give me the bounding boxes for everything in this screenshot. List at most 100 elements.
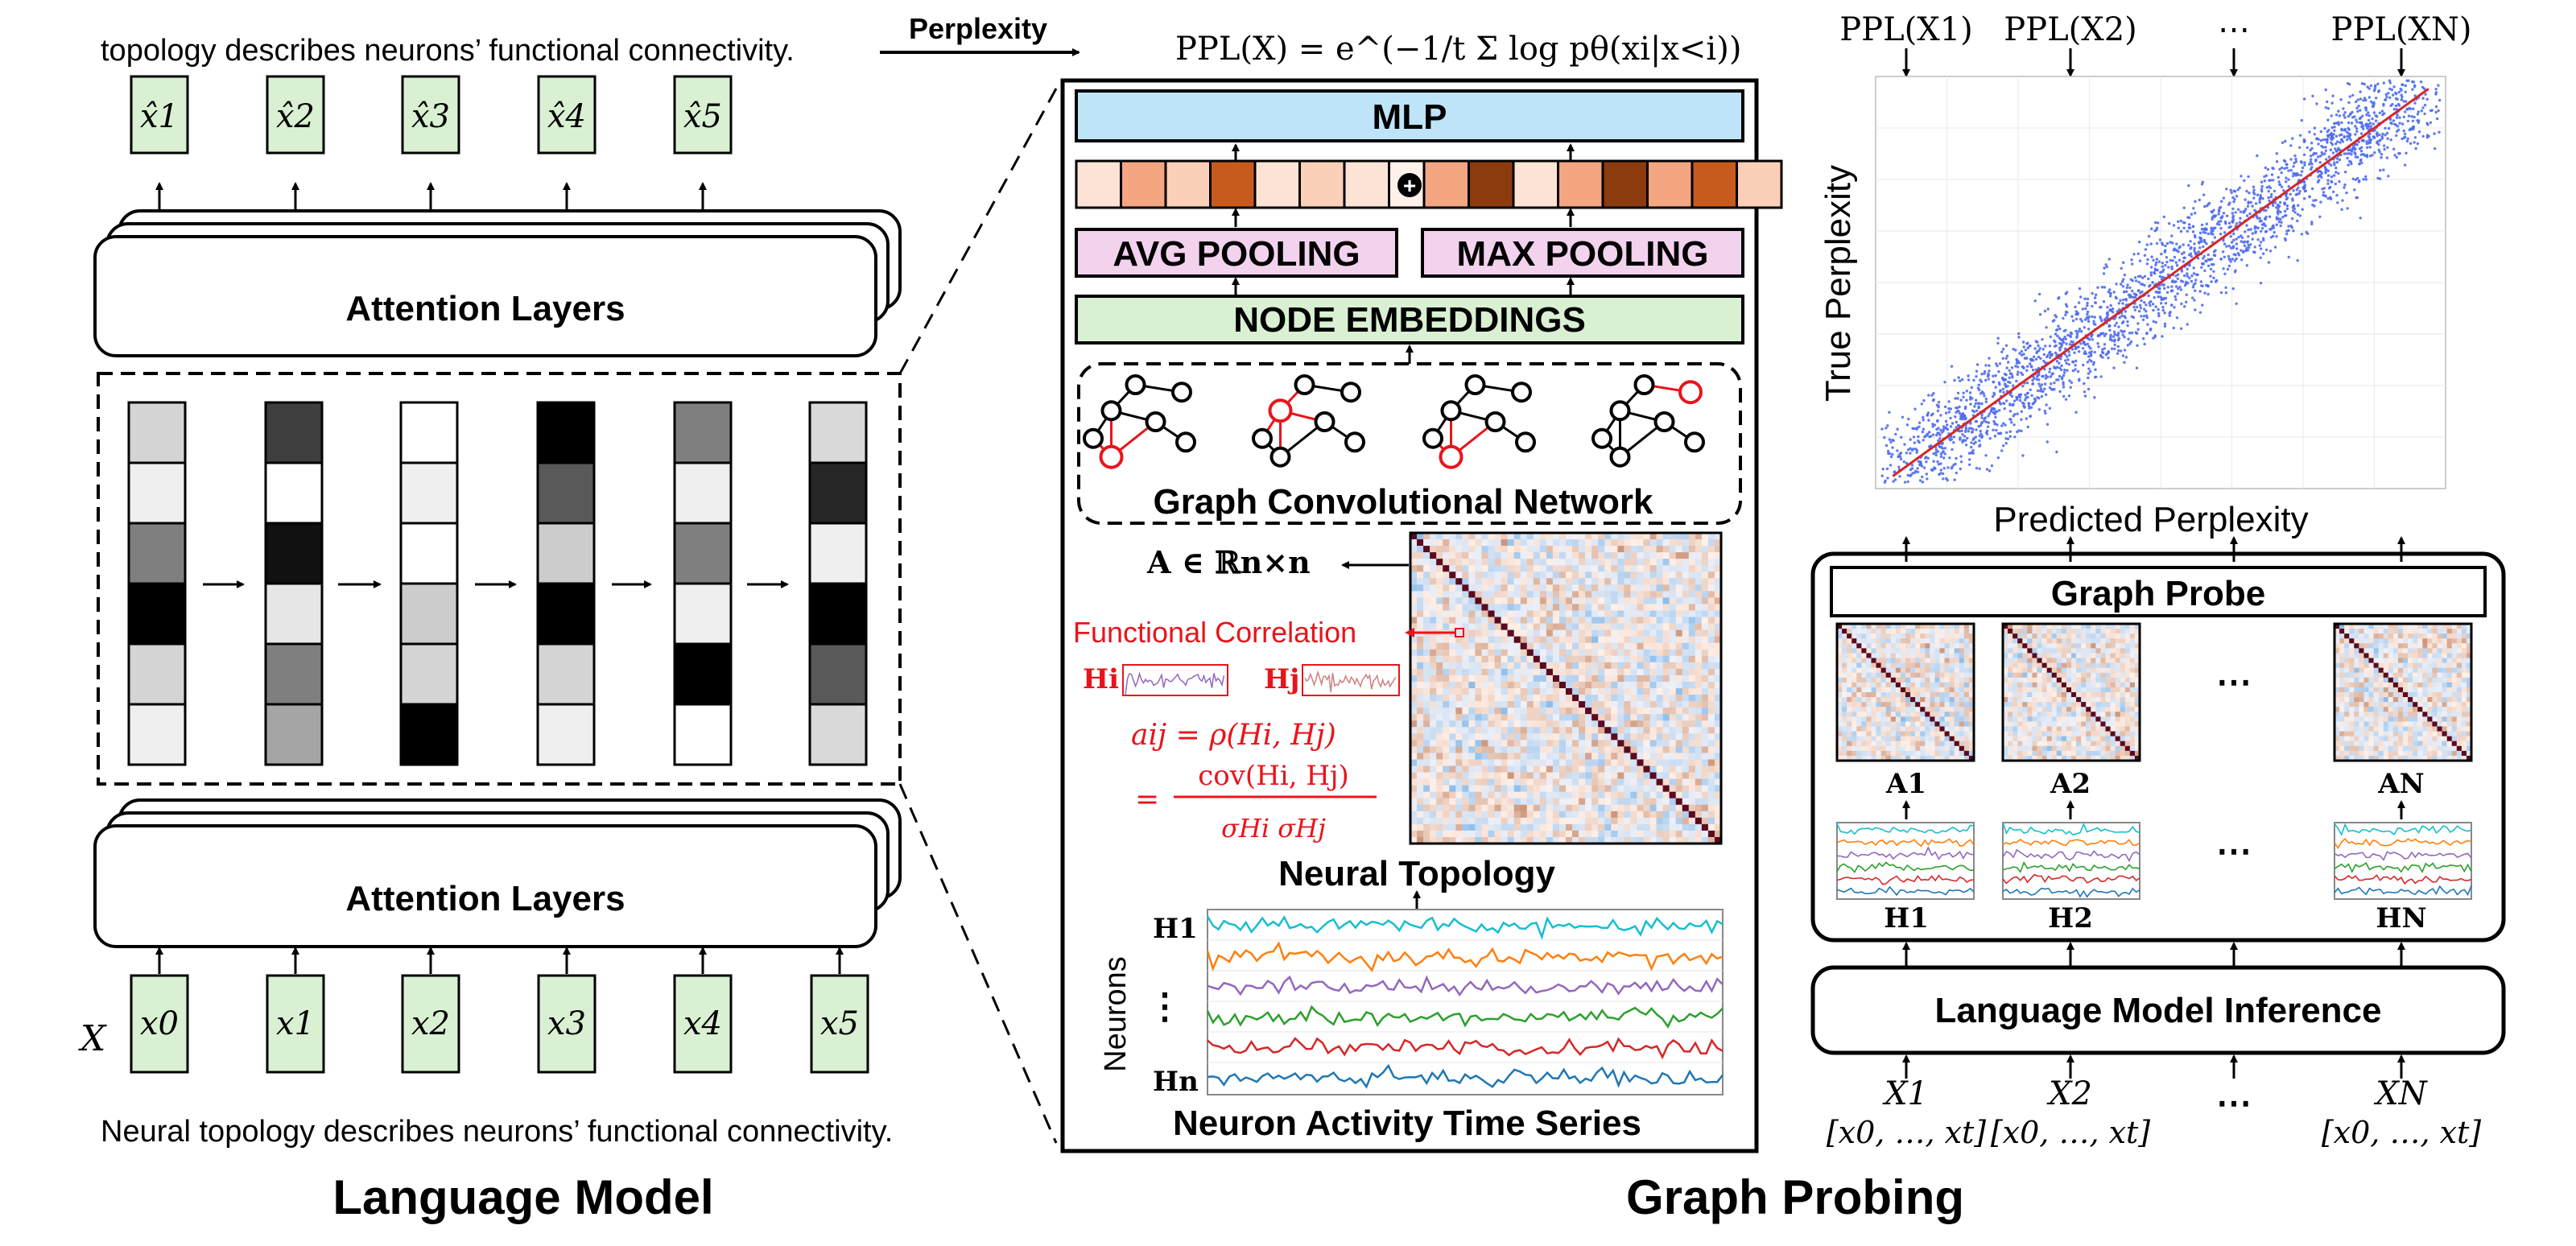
- scatter-point: [2281, 215, 2285, 219]
- matrix-cell: [1430, 695, 1437, 702]
- scatter-point: [1990, 464, 1994, 468]
- scatter-point: [2403, 136, 2406, 139]
- scatter-point: [1992, 411, 1996, 415]
- scatter-point: [2058, 361, 2061, 365]
- matrix-cell: [1449, 655, 1456, 663]
- scatter-point: [2237, 236, 2240, 239]
- matrix-cell: [1682, 720, 1690, 728]
- scatter-point: [1969, 395, 1972, 399]
- matrix-cell: [1423, 695, 1430, 702]
- matrix-cell: [1585, 811, 1592, 819]
- matrix-cell: [1585, 727, 1592, 734]
- scatter-point: [2091, 304, 2094, 308]
- matrix-cell: [1714, 591, 1722, 598]
- scatter-point: [1926, 411, 1930, 415]
- scatter-point: [2231, 258, 2234, 261]
- matrix-cell: [1455, 759, 1463, 766]
- scatter-point: [2402, 129, 2405, 133]
- matrix-cell: [1430, 662, 1437, 670]
- scatter-point: [2223, 231, 2227, 234]
- matrix-cell: [1417, 746, 1424, 753]
- matrix-cell: [1436, 811, 1443, 819]
- matrix-cell: [1611, 765, 1618, 773]
- scatter-point: [2154, 305, 2157, 308]
- scatter-point: [2075, 332, 2079, 336]
- scatter-point: [1996, 456, 2000, 460]
- matrix-cell: [1669, 629, 1677, 637]
- matrix-cell: [1591, 655, 1599, 663]
- matrix-cell: [1513, 740, 1521, 747]
- matrix-cell: [1643, 668, 1650, 676]
- matrix-cell: [1410, 823, 1418, 831]
- scatter-point: [1926, 433, 1929, 437]
- matrix-cell: [1520, 733, 1528, 741]
- probe-container: [1810, 551, 2506, 943]
- matrix-cell: [1468, 823, 1476, 831]
- matrix-cell: [1688, 733, 1696, 741]
- matrix-cell: [1526, 610, 1534, 617]
- scatter-point: [2353, 188, 2356, 192]
- scatter-point: [2308, 195, 2311, 198]
- scatter-point: [1909, 473, 1913, 477]
- matrix-cell: [1488, 688, 1495, 695]
- scatter-point: [2064, 328, 2067, 332]
- scatter-point: [2425, 122, 2429, 125]
- scatter-point: [2165, 241, 2169, 245]
- matrix-cell: [1572, 610, 1579, 617]
- matrix-cell: [1410, 688, 1418, 695]
- scatter-point: [2021, 385, 2025, 388]
- scatter-point: [2380, 156, 2383, 159]
- matrix-cell: [1507, 662, 1514, 670]
- scatter-point: [2372, 101, 2376, 105]
- matrix-cell: [1513, 759, 1521, 766]
- scatter-point: [2000, 350, 2004, 353]
- matrix-cell: [1468, 701, 1476, 708]
- matrix-cell: [1707, 584, 1715, 592]
- matrix-cell: [1637, 565, 1644, 572]
- scatter-point: [2200, 223, 2204, 227]
- scatter-point: [2378, 139, 2381, 142]
- scatter-point: [2323, 152, 2326, 155]
- scatter-point: [2037, 344, 2040, 348]
- matrix-cell: [1949, 624, 1955, 629]
- matrix-cell: [1656, 591, 1663, 598]
- scatter-point: [2253, 245, 2256, 249]
- matrix-cell: [1481, 798, 1488, 806]
- scatter-point: [2053, 339, 2056, 342]
- matrix-cell: [1566, 675, 1573, 683]
- scatter-point: [2324, 146, 2327, 149]
- matrix-cell: [1598, 836, 1605, 844]
- matrix-cell: [1643, 785, 1650, 792]
- matrix-cell: [1714, 791, 1722, 799]
- matrix-cell: [1714, 695, 1722, 702]
- matrix-cell: [1604, 617, 1612, 624]
- matrix-cell: [1430, 733, 1437, 741]
- scatter-point: [1961, 378, 1964, 382]
- matrix-cell: [1675, 539, 1683, 547]
- matrix-cell: [1649, 701, 1657, 708]
- matrix-cell: [1475, 617, 1482, 624]
- scatter-point: [2378, 177, 2382, 180]
- scatter-point: [2354, 152, 2357, 156]
- scatter-point: [2202, 257, 2205, 260]
- matrix-cell: [1436, 817, 1443, 825]
- matrix-cell: [1611, 836, 1618, 844]
- scatter-point: [1926, 477, 1929, 481]
- matrix-cell: [1624, 759, 1631, 766]
- scatter-point: [2350, 153, 2353, 156]
- matrix-cell: [1649, 804, 1657, 812]
- scatter-point: [2319, 200, 2322, 204]
- scatter-point: [2385, 156, 2389, 159]
- matrix-cell: [1624, 571, 1631, 579]
- scatter-point: [2407, 114, 2411, 118]
- scatter-point: [1884, 479, 1887, 482]
- scatter-point: [2099, 316, 2102, 319]
- matrix-cell: [1443, 617, 1450, 624]
- scatter-point: [2064, 292, 2067, 295]
- matrix-cell: [1682, 629, 1690, 637]
- matrix-cell: [1714, 668, 1722, 676]
- matrix-cell: [1688, 533, 1696, 540]
- matrix-cell: [1579, 708, 1586, 715]
- scatter-point: [2323, 126, 2326, 130]
- matrix-cell: [1682, 823, 1690, 831]
